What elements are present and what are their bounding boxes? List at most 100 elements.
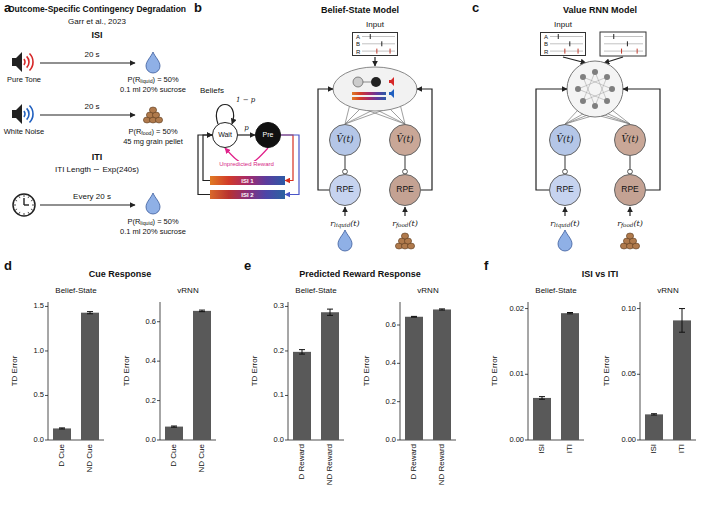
subplot-title: Belief-State bbox=[295, 286, 336, 295]
axis-label: TD Error bbox=[490, 356, 499, 387]
network-output-line bbox=[612, 110, 630, 124]
error-cap bbox=[651, 413, 657, 414]
tick-label: 0.00 bbox=[509, 436, 524, 445]
error-bar bbox=[682, 309, 683, 333]
input-channel-label: B bbox=[544, 41, 548, 47]
cue-arrow bbox=[281, 135, 299, 195]
input-event bbox=[621, 49, 622, 54]
clock-tick bbox=[28, 196, 29, 198]
axis-label: TD Error bbox=[250, 356, 259, 387]
mini-band bbox=[352, 92, 386, 95]
network-output-line bbox=[400, 104, 405, 124]
arrow-line bbox=[604, 57, 623, 63]
network-blob bbox=[333, 67, 417, 111]
tick-label: 0.2 bbox=[146, 396, 156, 405]
error-bar bbox=[330, 309, 331, 315]
mini-arrow bbox=[363, 82, 371, 83]
input-trace bbox=[362, 36, 395, 37]
clock-hand bbox=[23, 198, 24, 205]
bar bbox=[165, 427, 183, 440]
text-part: r bbox=[330, 219, 334, 228]
tick-mark bbox=[157, 361, 160, 362]
error-cap bbox=[299, 349, 305, 350]
error-cap bbox=[327, 315, 333, 316]
subscript: food bbox=[621, 222, 633, 228]
tick-mark bbox=[157, 440, 160, 441]
subscript: liquid bbox=[334, 222, 350, 228]
axis-label: TD Error bbox=[602, 356, 611, 387]
sound-wave bbox=[29, 106, 33, 123]
panel-title: Belief-State Model bbox=[321, 5, 399, 15]
stimulus-label: Pure Tone bbox=[7, 76, 41, 85]
text-part: ) = 50% bbox=[152, 127, 178, 136]
reward-input-label: rfood(t) bbox=[617, 219, 643, 228]
input-event bbox=[390, 49, 391, 54]
outcome-label: 0.1 ml 20% sucrose bbox=[120, 228, 186, 237]
edge-label: Unpredicted Reward bbox=[218, 161, 275, 167]
arrow-line bbox=[40, 204, 135, 205]
y-axis bbox=[160, 302, 161, 440]
rnn-unit bbox=[580, 98, 586, 104]
rnn-unit bbox=[580, 74, 586, 80]
error-cap bbox=[171, 426, 177, 427]
text-part: P(R bbox=[127, 75, 140, 84]
arrow-line bbox=[563, 57, 586, 63]
section-label: ITI bbox=[92, 152, 103, 162]
clock-tick bbox=[24, 213, 25, 215]
bar bbox=[53, 428, 71, 440]
category-label: ITI bbox=[677, 444, 686, 453]
mini-band bbox=[352, 97, 386, 100]
subplot-title: Belief-State bbox=[535, 286, 576, 295]
node-text: V̂(t) bbox=[621, 135, 638, 145]
text-part: (t) bbox=[350, 219, 359, 228]
subscript: liquid bbox=[140, 220, 152, 226]
panel-title: Outcome-Specific Contingency Degradation bbox=[8, 5, 186, 15]
tick-mark bbox=[525, 308, 528, 309]
rnn-unit bbox=[604, 98, 610, 104]
value-to-rpe-connector bbox=[404, 156, 405, 174]
error-cap bbox=[199, 311, 205, 312]
error-cap bbox=[299, 354, 305, 355]
error-bar bbox=[302, 350, 303, 354]
cue-arrow bbox=[281, 135, 293, 181]
subscript: food bbox=[396, 222, 408, 228]
node-text: V̂(t) bbox=[336, 135, 353, 145]
text-part: (t) bbox=[570, 219, 579, 228]
section-label: ISI bbox=[91, 30, 102, 40]
panel-letter: c bbox=[472, 1, 479, 16]
node-text: RPE bbox=[336, 185, 353, 194]
bar bbox=[81, 313, 99, 440]
clock-hand bbox=[24, 204, 29, 205]
state-circle: Wait bbox=[212, 122, 238, 148]
value-node: V̂(t) bbox=[329, 124, 361, 156]
clock-tick bbox=[14, 205, 16, 206]
bar bbox=[193, 311, 211, 440]
error-cap bbox=[87, 313, 93, 314]
tick-mark bbox=[285, 350, 288, 351]
value-to-rpe-connector bbox=[564, 156, 565, 174]
tick-label: 0.3 bbox=[274, 302, 284, 311]
category-label: D Cue bbox=[57, 444, 66, 467]
clock-icon bbox=[13, 194, 35, 216]
food-pellet-icon bbox=[620, 233, 639, 249]
value-node: V̂(t) bbox=[549, 124, 581, 156]
text-part: (t) bbox=[408, 219, 417, 228]
liquid-drop-icon bbox=[558, 230, 572, 251]
subplot-title: vRNN bbox=[417, 286, 438, 295]
tick-mark bbox=[157, 321, 160, 322]
liquid-drop-icon bbox=[338, 230, 352, 251]
axis-label: TD Error bbox=[10, 356, 19, 387]
pellet bbox=[626, 233, 633, 239]
tick-label: 0.05 bbox=[621, 370, 636, 379]
input-event bbox=[381, 41, 382, 46]
y-axis bbox=[288, 302, 289, 440]
category-label: ND Reward bbox=[325, 444, 334, 485]
node-text: V̂(t) bbox=[556, 135, 573, 145]
text-part: P(R bbox=[127, 217, 140, 226]
clock-tick bbox=[31, 209, 33, 210]
arrow-line bbox=[564, 207, 565, 216]
panel-title: Value RNN Model bbox=[563, 5, 637, 15]
tick-label: 0.2 bbox=[386, 397, 396, 406]
